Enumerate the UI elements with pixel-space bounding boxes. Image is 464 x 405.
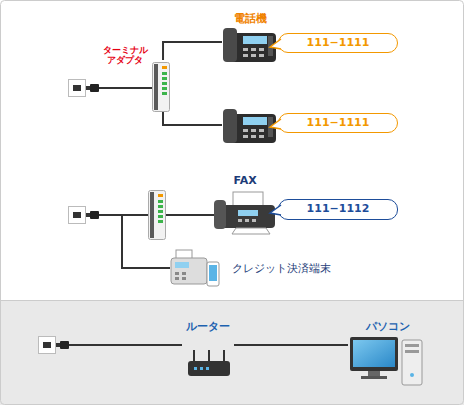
router	[206, 367, 209, 370]
fax-machine	[218, 205, 275, 228]
cable-connector	[163, 42, 222, 60]
wall-outlet	[69, 80, 100, 97]
fax-machine	[245, 219, 249, 222]
terminal-adapter	[149, 191, 166, 240]
phone-number: 111−1111	[279, 114, 397, 132]
router-node: ルーター	[182, 318, 234, 380]
credit-terminal	[175, 277, 179, 280]
credit-terminal	[207, 262, 219, 286]
device-label: 電話機	[222, 12, 278, 25]
credit-terminal	[182, 277, 186, 280]
fax-machine	[232, 228, 270, 234]
network-band	[0, 300, 464, 405]
cable	[163, 112, 222, 125]
computer	[350, 337, 422, 385]
computer-node: パソコン	[348, 318, 428, 388]
credit-terminal	[175, 262, 189, 268]
computer	[361, 376, 387, 379]
callout-tail	[269, 37, 282, 51]
callout-tail	[269, 203, 282, 217]
device-label: ルーター	[182, 320, 234, 333]
fax-machine	[214, 192, 275, 234]
credit-terminal	[171, 258, 207, 284]
number-callout: 111−1111	[278, 33, 398, 53]
wall-outlet	[69, 207, 100, 224]
fax-node: FAX	[212, 172, 278, 234]
terminal-adapter-node: ターミナル アダプタ	[104, 60, 172, 112]
phone-line-group	[69, 28, 277, 143]
computer	[405, 350, 419, 353]
fax-machine	[214, 200, 226, 229]
credit-terminal	[171, 250, 219, 286]
fax-machine	[238, 219, 242, 222]
computer	[353, 340, 395, 367]
band-divider	[0, 300, 464, 301]
credit-terminal	[209, 265, 217, 281]
callout-tail	[270, 39, 281, 49]
callout-tail	[270, 205, 281, 215]
cable	[166, 214, 215, 216]
callout-tail	[270, 119, 281, 129]
computer	[368, 371, 380, 376]
callout-tail	[269, 117, 282, 131]
terminal-adapter	[153, 63, 170, 112]
cable	[99, 87, 152, 89]
computer	[410, 373, 414, 377]
cable	[99, 214, 148, 216]
credit-terminal-node: クレジット決済端末	[168, 248, 333, 288]
phone-number: 111−1111	[279, 34, 397, 52]
router	[200, 367, 203, 370]
router	[188, 361, 230, 376]
device-label: ターミナル アダプタ	[100, 45, 150, 65]
router	[223, 350, 225, 362]
computer	[405, 344, 419, 347]
credit-terminal	[175, 272, 179, 275]
fax-machine	[238, 210, 258, 216]
router	[188, 350, 230, 376]
internet-line-group	[39, 337, 423, 386]
router	[194, 367, 197, 370]
branch-cable	[122, 215, 170, 268]
number-callout: 111−1111	[278, 113, 398, 133]
credit-terminal	[182, 272, 186, 275]
telephone	[223, 109, 276, 143]
router	[193, 350, 195, 362]
wall-outlet	[39, 337, 70, 354]
fax-machine	[233, 192, 263, 207]
telephone	[223, 28, 276, 62]
number-callout: 111−1112	[278, 199, 398, 220]
fax-machine	[252, 219, 256, 222]
computer	[402, 340, 422, 385]
cable	[69, 344, 182, 346]
device-label: パソコン	[348, 320, 428, 333]
device-label: FAX	[212, 174, 278, 187]
device-label: クレジット決済端末	[232, 262, 331, 275]
computer	[350, 337, 398, 371]
cable-connector	[234, 344, 348, 346]
router	[208, 350, 210, 362]
phone-number: 111−1112	[279, 200, 397, 219]
telephone-node: 電話機	[222, 12, 278, 64]
